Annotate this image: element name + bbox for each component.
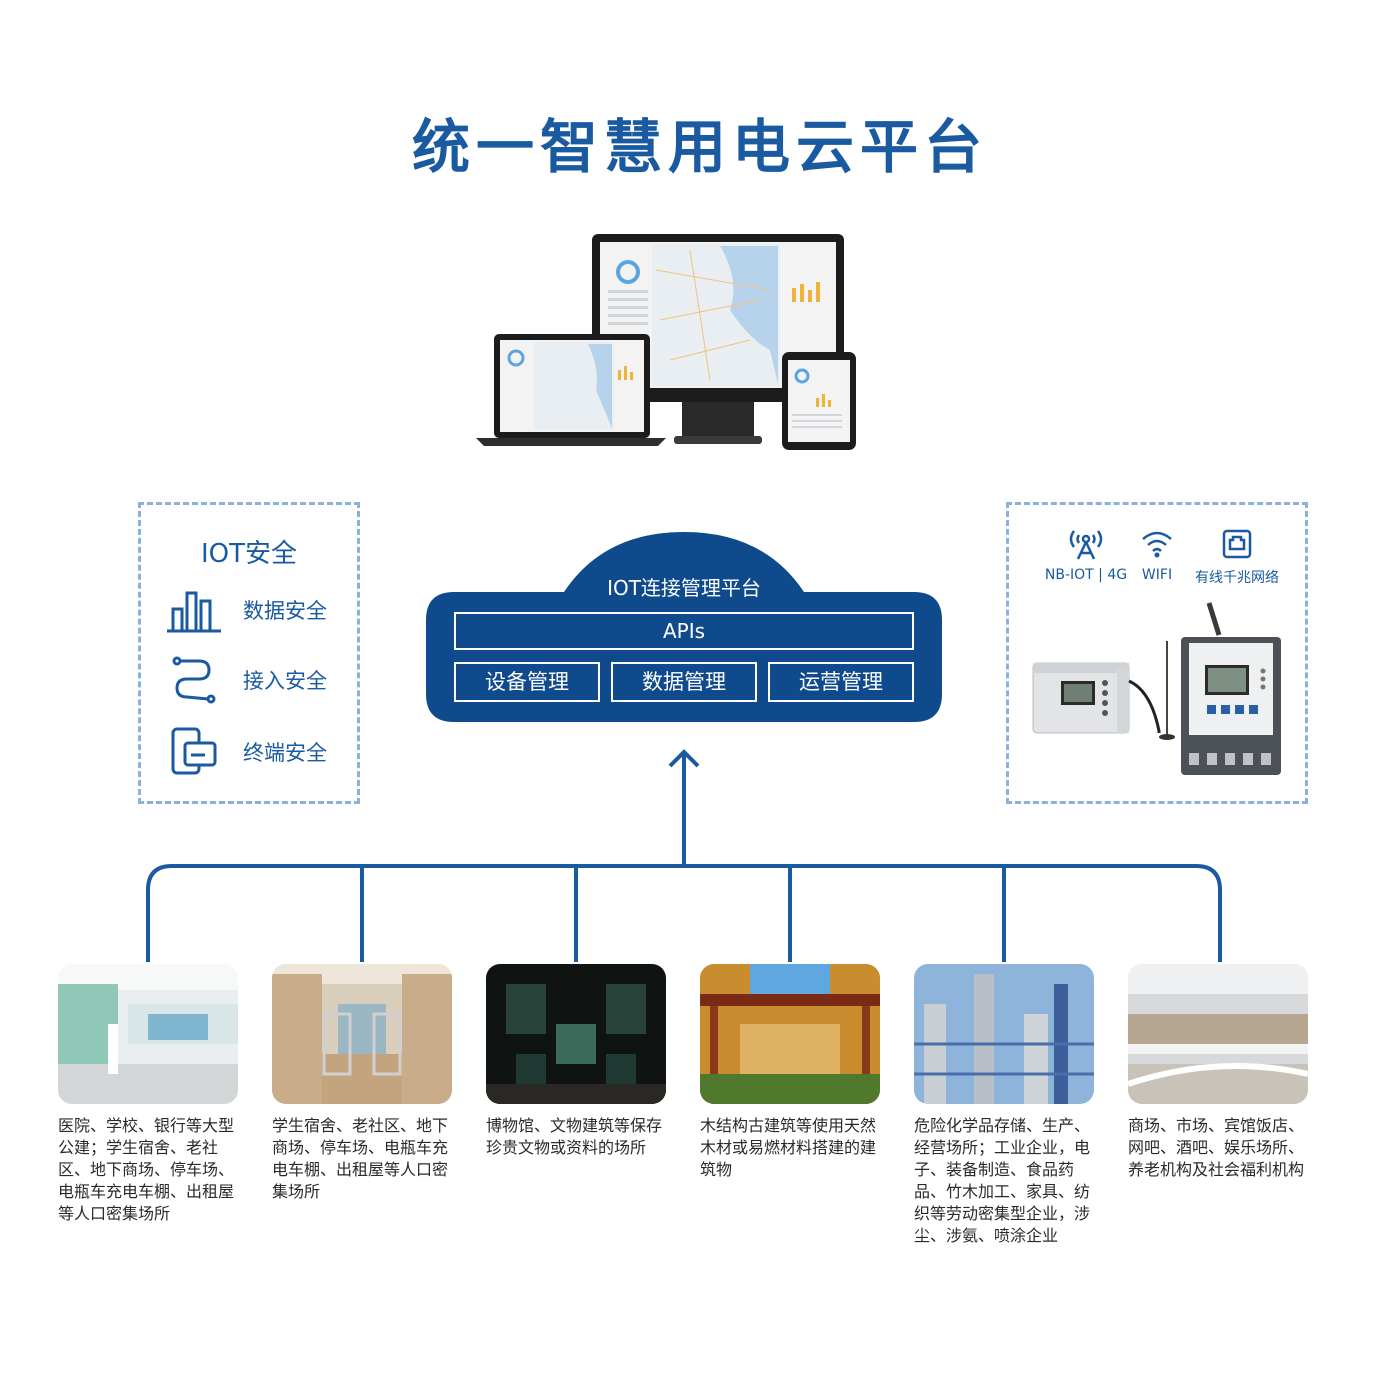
bar-chart-icon bbox=[167, 591, 221, 633]
scene-image-museum bbox=[486, 964, 666, 1104]
iot-platform: IOT连接管理平台 APIs 设备管理 数据管理 运营管理 bbox=[424, 532, 944, 722]
security-item-label: 数据安全 bbox=[243, 599, 327, 623]
page-title: 统一智慧用电云平台 bbox=[411, 113, 988, 181]
scene-description: 医院、学校、银行等大型公建；学生宿舍、老社区、地下商场、停车场、电瓶车充电车棚、… bbox=[58, 1116, 235, 1223]
platform-shape bbox=[426, 532, 942, 722]
security-item-label: 接入安全 bbox=[243, 669, 327, 693]
scene-description: 危险化学品存储、生产、经营场所；工业企业，电子、装备制造、食品药品、竹木加工、家… bbox=[914, 1116, 1091, 1245]
network-panel: NB-IOT | 4G WIFI 有线千兆网络 bbox=[1006, 502, 1308, 804]
scene-description: 学生宿舍、老社区、地下商场、停车场、电瓶车充电车棚、出租屋等人口密集场所 bbox=[272, 1116, 449, 1201]
devices-icon bbox=[171, 727, 217, 775]
wifi-icon bbox=[1142, 531, 1172, 558]
iot-security-panel: IOT安全 数据安全 接入安全 终端安全 bbox=[138, 502, 360, 804]
platform-title: IOT连接管理平台 bbox=[607, 576, 761, 600]
scene-image-chemical-plant bbox=[914, 964, 1094, 1104]
network-item-label: NB-IOT | 4G bbox=[1044, 567, 1128, 583]
security-item-terminal: 终端安全 bbox=[165, 727, 355, 777]
scene-image-wooden-building bbox=[700, 964, 880, 1104]
scene-description: 木结构古建筑等使用天然木材或易燃材料搭建的建筑物 bbox=[700, 1116, 877, 1179]
hardware-devices-illustration bbox=[1032, 602, 1281, 775]
scene-image-dormitory bbox=[272, 964, 452, 1104]
network-item-label: WIFI bbox=[1141, 567, 1173, 583]
scene-description: 博物馆、文物建筑等保存珍贵文物或资料的场所 bbox=[486, 1116, 663, 1157]
security-item-label: 终端安全 bbox=[243, 741, 327, 765]
network-item-label: 有线千兆网络 bbox=[1195, 570, 1279, 586]
antenna-icon bbox=[1069, 530, 1103, 560]
route-icon bbox=[172, 656, 216, 704]
security-item-access: 接入安全 bbox=[165, 655, 355, 705]
module-operation-management: 运营管理 bbox=[768, 662, 914, 702]
devices-illustration bbox=[476, 234, 856, 450]
module-device-management: 设备管理 bbox=[454, 662, 600, 702]
scene-description: 商场、市场、宾馆饭店、网吧、酒吧、娱乐场所、养老机构及社会福利机构 bbox=[1128, 1116, 1305, 1179]
security-item-data: 数据安全 bbox=[165, 585, 355, 635]
scene-image-shopping-mall bbox=[1128, 964, 1308, 1104]
module-data-management: 数据管理 bbox=[611, 662, 757, 702]
iot-security-title: IOT安全 bbox=[200, 539, 297, 569]
apis-box: APIs bbox=[454, 612, 914, 650]
scene-image-hospital bbox=[58, 964, 238, 1104]
ethernet-icon bbox=[1222, 529, 1252, 559]
network-item-ethernet: 有线千兆网络 bbox=[1177, 527, 1297, 587]
network-item-wifi: WIFI bbox=[1129, 527, 1185, 583]
network-item-nbiot: NB-IOT | 4G bbox=[1041, 527, 1131, 583]
